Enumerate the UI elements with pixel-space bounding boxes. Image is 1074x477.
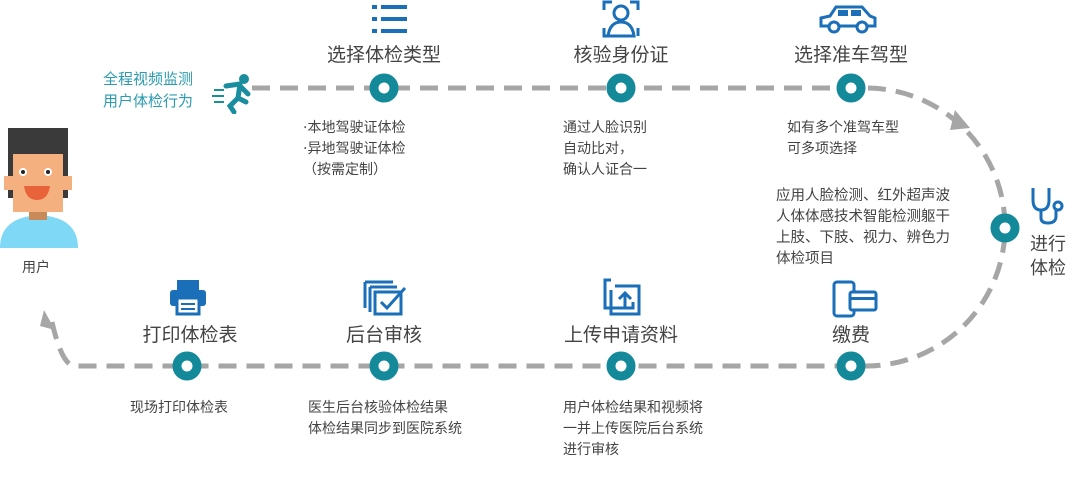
stethoscope-icon — [1031, 188, 1064, 225]
user-label: 用户 — [22, 260, 50, 276]
step-desc: 如有多个准驾车型可多项选择 — [787, 120, 899, 157]
step-desc: 应用人脸检测、红外超声波人体体感技术智能检测躯干上肢、下肢、视力、辨色力体检项目 — [776, 188, 950, 267]
step-node-4 — [990, 213, 1020, 243]
runner-icon — [212, 74, 251, 114]
step-title: 选择准车驾型 — [793, 44, 909, 66]
face-scan-icon — [602, 0, 640, 38]
printer-icon — [170, 280, 206, 316]
arrow-head-left — [40, 310, 55, 330]
step-desc: 用户体检结果和视频将一并上传医院后台系统进行审核 — [563, 400, 703, 458]
step-node-7 — [369, 351, 399, 381]
upload-icon — [603, 278, 641, 316]
monitor-line: 全程视频监测 — [103, 70, 194, 88]
step-title: 后台审核 — [345, 324, 423, 346]
list-icon — [372, 5, 407, 33]
step-title: 上传申请资料 — [563, 324, 679, 346]
step-desc: 医生后台核验体检结果体检结果同步到医院系统 — [308, 400, 462, 437]
step-desc: ·本地驾驶证体检·异地驾驶证体检（按需定制） — [303, 120, 406, 178]
step-title: 选择体检类型 — [326, 44, 442, 66]
step-title: 核验身份证 — [573, 44, 669, 66]
arrow-head-right — [950, 110, 970, 130]
step-title: 打印体检表 — [142, 324, 238, 346]
step-node-1 — [369, 73, 399, 103]
user-avatar — [0, 128, 78, 248]
step-node-2 — [606, 73, 636, 103]
step-title: 进行体检 — [1030, 234, 1066, 279]
step-node-5 — [836, 351, 866, 381]
step-node-8 — [172, 351, 202, 381]
step-node-6 — [606, 351, 636, 381]
car-icon — [819, 5, 877, 34]
step-node-3 — [836, 73, 866, 103]
step-desc: 现场打印体检表 — [130, 400, 228, 416]
step-desc: 通过人脸识别自动比对，确认人证合一 — [563, 120, 647, 178]
payment-icon — [832, 280, 878, 318]
monitor-note: 全程视频监测 用户体检行为 — [103, 68, 193, 112]
step-title: 缴费 — [831, 324, 871, 346]
review-check-icon — [363, 280, 407, 316]
dashed-route — [49, 85, 1008, 369]
monitor-line: 用户体检行为 — [103, 92, 194, 110]
